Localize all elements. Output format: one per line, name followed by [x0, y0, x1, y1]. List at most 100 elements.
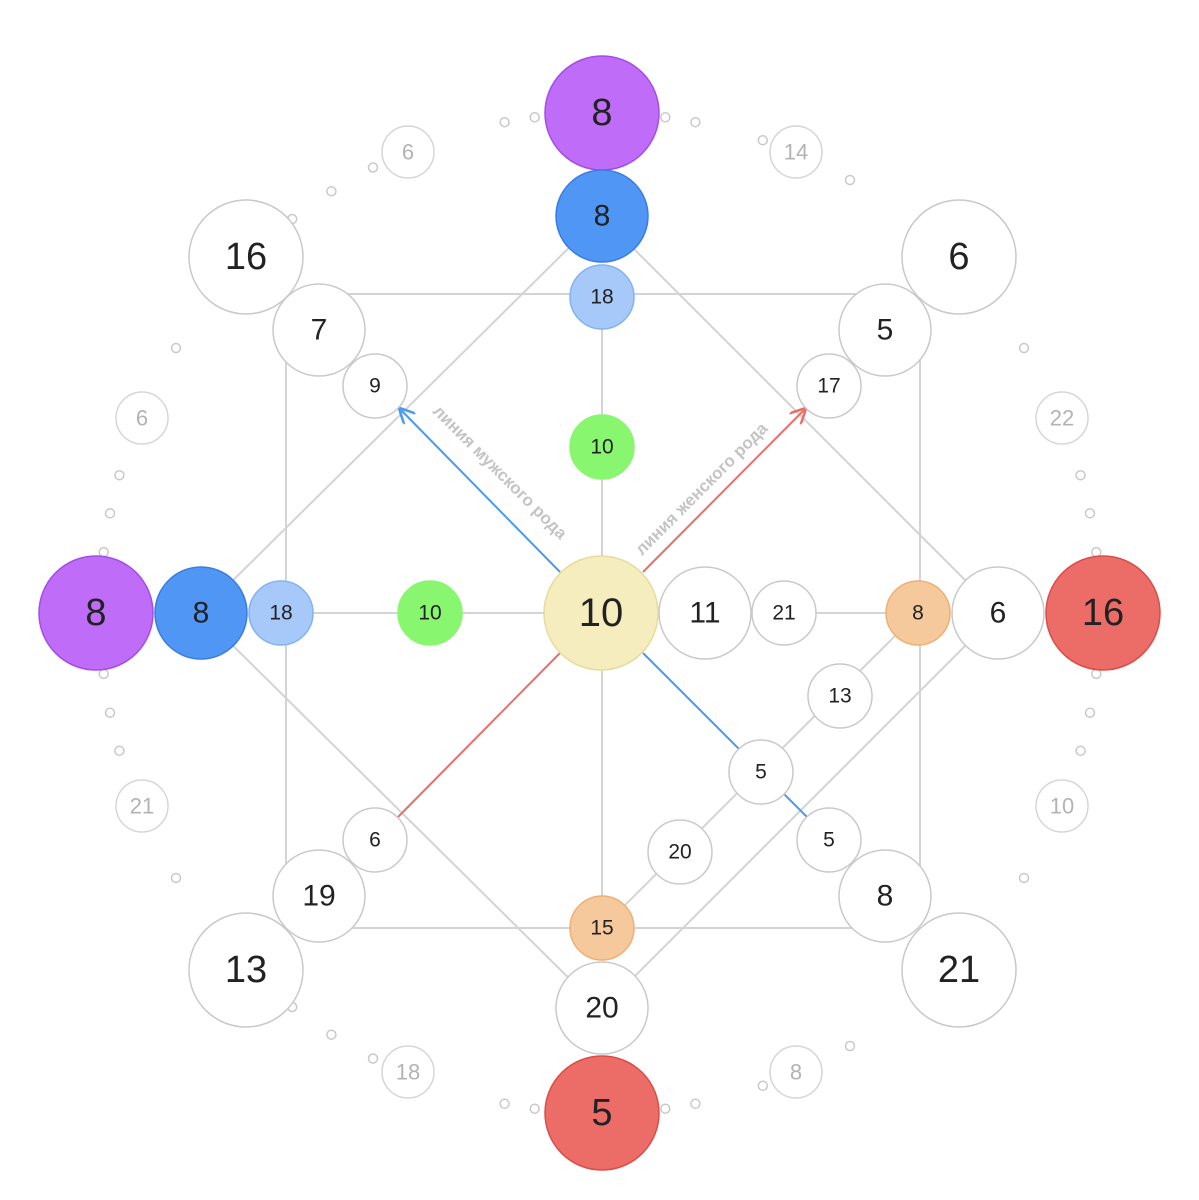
bottom-middle-node: 20 — [555, 961, 649, 1055]
left-axis: 8 8 18 10 — [38, 555, 463, 671]
top-inner-node: 18 — [569, 264, 635, 330]
left-outer-value: 8 — [85, 592, 106, 634]
ring-dot — [499, 1098, 510, 1110]
corner-top-left-inner-value: 9 — [369, 375, 381, 398]
diamond-bottom-left-edge — [199, 612, 602, 1011]
diamond-bottom-right-edge — [600, 612, 999, 1011]
money-node-lower: 20 — [647, 819, 713, 885]
right-inner-node: 8 — [885, 580, 951, 646]
corner-bottom-right-middle: 8 — [838, 849, 932, 943]
center-row-first-node: 11 — [658, 566, 752, 660]
corner-bottom-left-middle-value: 19 — [302, 880, 335, 913]
corner-nodes: 16 7 9 6 5 17 13 19 6 21 8 5 — [188, 199, 1017, 1028]
money-line-nodes: 13 5 20 — [647, 663, 873, 885]
ring-label-bottom-left-value: 18 — [396, 1060, 420, 1085]
ring-dot — [104, 707, 116, 718]
female-line-lower — [396, 652, 561, 819]
right-outer-value: 16 — [1082, 592, 1124, 634]
ring-dot — [170, 872, 182, 884]
money-node-upper: 13 — [807, 663, 873, 729]
bottom-outer-value: 5 — [591, 1092, 612, 1134]
ring-label-left-upper-value: 6 — [136, 406, 148, 431]
ring-label-left-lower-value: 21 — [130, 794, 154, 819]
ring-label-left-lower: 21 — [115, 779, 169, 833]
female-line — [642, 410, 804, 573]
ring-dot — [529, 112, 540, 123]
ring-label-right-lower: 10 — [1035, 779, 1089, 833]
corner-bottom-right-inner: 5 — [796, 807, 862, 873]
ring-labels: 6 14 6 22 21 10 18 8 — [115, 125, 1089, 1099]
ring-dot — [844, 174, 856, 186]
ring-label-bottom-left: 18 — [381, 1045, 435, 1099]
top-outer-value: 8 — [591, 92, 612, 134]
ring-dot — [114, 469, 125, 481]
center-row-first-value: 11 — [689, 597, 720, 630]
left-outer-node: 8 — [38, 555, 154, 671]
corner-bottom-right-middle-value: 8 — [877, 880, 894, 913]
ring-dot — [1091, 546, 1102, 558]
ring-label-right-upper-value: 22 — [1050, 406, 1074, 431]
ring-dot — [660, 112, 671, 123]
ring-dot — [690, 116, 701, 128]
top-middle-node: 8 — [555, 169, 649, 263]
ring-dot — [170, 342, 182, 354]
ring-dot — [367, 1053, 379, 1064]
ring-dot — [757, 1080, 769, 1092]
ring-dot — [1091, 668, 1102, 680]
money-node-middle: 5 — [728, 739, 794, 805]
center-node: 10 — [543, 555, 659, 671]
money-node-lower-value: 20 — [668, 841, 691, 864]
ring-dot — [326, 1029, 337, 1040]
ring-dot — [1018, 872, 1030, 884]
money-node-middle-value: 5 — [755, 761, 767, 784]
top-inner-value: 18 — [590, 286, 613, 309]
corner-bottom-right-outer-value: 21 — [938, 949, 980, 991]
bottom-middle-value: 20 — [585, 992, 618, 1025]
corner-top-left-outer-value: 16 — [225, 236, 267, 278]
corner-top-left-middle-value: 7 — [311, 314, 328, 347]
top-middle-value: 8 — [594, 200, 611, 233]
corner-top-right-middle: 5 — [838, 283, 932, 377]
center-value: 10 — [579, 591, 624, 635]
ring-label-right-lower-value: 10 — [1050, 794, 1074, 819]
ring-dot — [1075, 745, 1086, 757]
bottom-axis: 15 20 5 — [544, 895, 660, 1171]
right-axis: 11 21 8 6 16 — [658, 555, 1161, 671]
corner-top-left-inner: 9 — [342, 353, 408, 419]
left-inner-node: 18 — [248, 580, 314, 646]
corner-bottom-right-outer: 21 — [901, 912, 1017, 1028]
ring-dot — [660, 1103, 671, 1114]
corner-bottom-left-outer: 13 — [188, 912, 304, 1028]
center-row-second-value: 21 — [772, 602, 795, 625]
ring-dot — [104, 508, 116, 519]
ring-dot — [1075, 469, 1086, 481]
corner-bottom-left-inner-value: 6 — [369, 829, 381, 852]
male-line-label: линия мужского рода — [429, 401, 571, 543]
center-row-second-node: 21 — [751, 580, 817, 646]
right-middle-node: 6 — [951, 566, 1045, 660]
corner-top-right-outer: 6 — [901, 199, 1017, 315]
corner-bottom-left-middle: 19 — [272, 849, 366, 943]
corner-top-left-outer: 16 — [188, 199, 304, 315]
corner-top-right-inner-value: 17 — [817, 375, 840, 398]
money-node-upper-value: 13 — [828, 685, 851, 708]
female-line-label: линия женского рода — [631, 418, 771, 558]
ring-label-top-right: 14 — [769, 125, 823, 179]
ring-dot — [1018, 342, 1030, 354]
ring-label-top-right-value: 14 — [784, 140, 808, 165]
ring-label-top-left-value: 6 — [402, 140, 414, 165]
ring-dot — [844, 1040, 856, 1052]
top-axis: 8 8 18 10 — [544, 55, 660, 480]
corner-bottom-left-inner: 6 — [342, 807, 408, 873]
ring-label-bottom-right: 8 — [769, 1045, 823, 1099]
ring-dot — [1084, 707, 1096, 718]
ring-dot — [757, 134, 769, 146]
ring-dot — [1084, 508, 1096, 519]
corner-top-right-outer-value: 6 — [948, 236, 969, 278]
right-inner-value: 8 — [912, 602, 924, 625]
ring-dot — [114, 745, 125, 757]
ring-label-right-upper: 22 — [1035, 391, 1089, 445]
corner-top-right-middle-value: 5 — [877, 314, 894, 347]
left-middle-node: 8 — [154, 566, 248, 660]
